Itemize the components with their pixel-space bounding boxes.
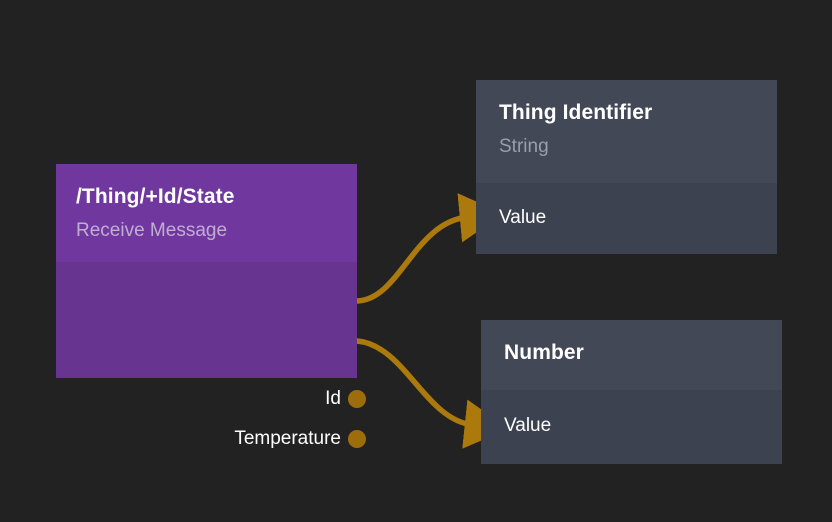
node-title: Number <box>504 341 584 364</box>
node-header[interactable]: /Thing/+Id/State Receive Message <box>56 164 357 262</box>
input-slot-value[interactable]: Value <box>481 413 551 439</box>
circle-port-icon[interactable] <box>348 390 366 408</box>
input-slot-label: Value <box>499 207 547 228</box>
node-subtitle: String <box>499 136 549 157</box>
node-body: Value <box>476 183 777 254</box>
node-header[interactable]: Number <box>481 320 782 390</box>
output-port-label: Temperature <box>234 428 341 449</box>
node-title: /Thing/+Id/State <box>76 185 235 208</box>
node-number[interactable]: Number Value <box>481 320 782 464</box>
connection-id-to-thing-value[interactable] <box>354 193 504 304</box>
node-body: Id Temperature <box>56 262 366 449</box>
circle-port-icon[interactable] <box>348 430 366 448</box>
input-slot-value[interactable]: Value <box>476 205 546 231</box>
node-thing-identifier[interactable]: Thing Identifier String Value <box>476 80 777 254</box>
output-port-label: Id <box>325 388 341 409</box>
output-port-id[interactable]: Id <box>325 386 366 412</box>
node-title: Thing Identifier <box>499 101 653 124</box>
connection-temperature-to-number-value[interactable] <box>354 338 509 449</box>
node-subtitle: Receive Message <box>76 220 228 241</box>
node-receive-message[interactable]: /Thing/+Id/State Receive Message Id Temp… <box>56 164 366 449</box>
node-header[interactable]: Thing Identifier String <box>476 80 777 183</box>
output-port-temperature[interactable]: Temperature <box>234 426 366 452</box>
input-slot-label: Value <box>504 415 552 436</box>
node-body: Value <box>481 390 782 464</box>
